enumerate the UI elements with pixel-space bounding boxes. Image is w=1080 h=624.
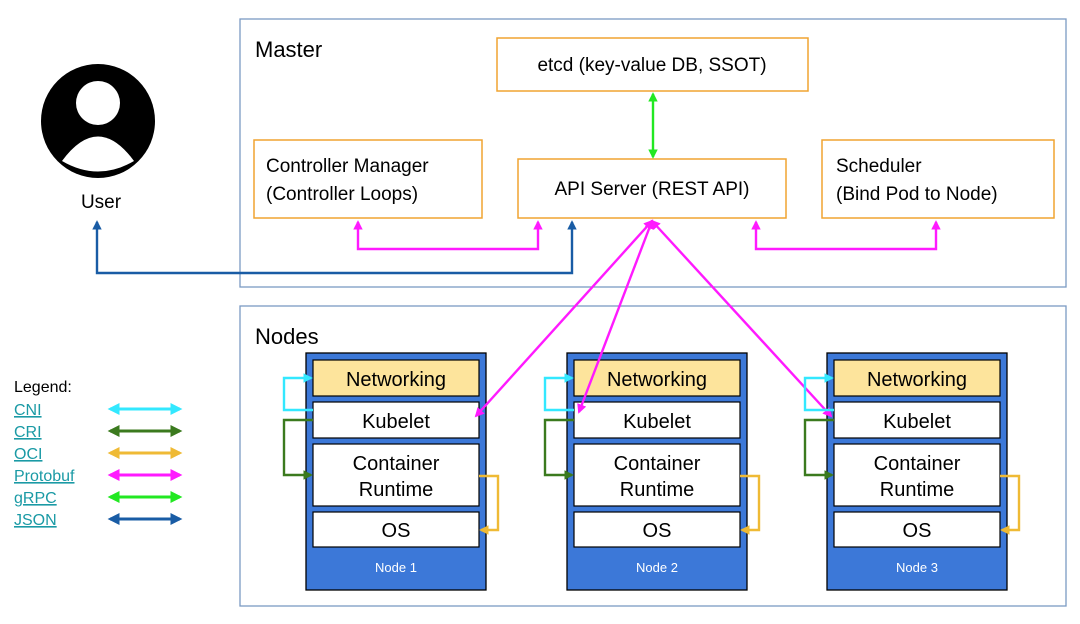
api-server-box[interactable]: API Server (REST API): [517, 158, 787, 219]
cri-connector-node-3: [803, 418, 834, 480]
kubelet-label: Kubelet: [623, 411, 691, 433]
api-server-label: API Server (REST API): [555, 179, 750, 200]
networking-box[interactable]: [833, 359, 1001, 397]
etcd-box-border: [496, 37, 809, 92]
container-runtime-line1: Container: [353, 453, 440, 475]
container-runtime-line1: Container: [614, 453, 701, 475]
user-actor[interactable]: User: [41, 64, 155, 213]
networking-label: Networking: [607, 369, 707, 391]
scheduler-line2: (Bind Pod to Node): [836, 184, 998, 205]
container-runtime-box[interactable]: [573, 443, 741, 507]
container-runtime-line2: Runtime: [880, 479, 954, 501]
scheduler-box[interactable]: Scheduler (Bind Pod to Node): [821, 139, 1055, 219]
container-runtime-line1: Container: [874, 453, 961, 475]
cni-connector-node-1: [282, 373, 313, 412]
node-label: Node 3: [896, 560, 938, 575]
cri-connector-node-1: [282, 418, 313, 480]
oci-connector-node-3: [1000, 474, 1021, 535]
container-runtime-line2: Runtime: [620, 479, 694, 501]
os-label: OS: [382, 520, 411, 542]
scheduler-box-border: [821, 139, 1055, 219]
protobuf-connector-api-kubelet-3: [650, 219, 833, 418]
kubelet-box[interactable]: [833, 401, 1001, 439]
legend-item-grpc[interactable]: gRPC: [14, 490, 183, 507]
os-label: OS: [643, 520, 672, 542]
legend-item-oci[interactable]: OCI: [14, 446, 183, 463]
legend-link[interactable]: JSON: [14, 512, 57, 529]
legend-link[interactable]: Protobuf: [14, 468, 75, 485]
node-label: Node 1: [375, 560, 417, 575]
legend-item-protobuf[interactable]: Protobuf: [14, 468, 183, 485]
protobuf-connector-api-kubelet-2: [577, 219, 654, 414]
controller-manager-line2: (Controller Loops): [266, 184, 418, 205]
scheduler-line1: Scheduler: [836, 156, 922, 177]
oci-connector-node-2: [740, 474, 761, 535]
networking-box[interactable]: [312, 359, 480, 397]
cni-connector-node-3: [803, 373, 834, 412]
legend-item-cri[interactable]: CRI: [14, 424, 183, 441]
controller-manager-box-border: [253, 139, 483, 219]
kubelet-label: Kubelet: [362, 411, 430, 433]
etcd-label: etcd (key-value DB, SSOT): [537, 55, 766, 76]
legend-title: Legend:: [14, 379, 72, 396]
os-label: OS: [903, 520, 932, 542]
os-box[interactable]: [573, 511, 741, 548]
etcd-box[interactable]: etcd (key-value DB, SSOT): [496, 37, 809, 92]
controller-manager-box[interactable]: Controller Manager (Controller Loops): [253, 139, 483, 219]
legend-link[interactable]: OCI: [14, 446, 42, 463]
os-box[interactable]: [312, 511, 480, 548]
protobuf-connector-api-scheduler: [751, 220, 941, 251]
json-connector-user-api: [92, 220, 577, 275]
protobuf-connector-controller-api: [353, 220, 543, 251]
cri-connector-node-2: [543, 418, 574, 480]
legend-link[interactable]: CNI: [14, 402, 42, 419]
legend: Legend: CNI CRI OCI Protobuf gRPC JSON: [14, 379, 183, 529]
user-label: User: [81, 192, 122, 213]
master-title: Master: [255, 37, 322, 62]
legend-link[interactable]: gRPC: [14, 490, 57, 507]
legend-link[interactable]: CRI: [14, 424, 42, 441]
oci-connector-node-1: [479, 474, 500, 535]
legend-item-json[interactable]: JSON: [14, 512, 183, 529]
nodes-title: Nodes: [255, 324, 319, 349]
connectors: [92, 92, 1021, 535]
legend-item-cni[interactable]: CNI: [14, 402, 183, 419]
controller-manager-line1: Controller Manager: [266, 156, 429, 177]
container-runtime-line2: Runtime: [359, 479, 433, 501]
user-icon: [41, 64, 155, 178]
kubelet-box[interactable]: [312, 401, 480, 439]
node-label: Node 2: [636, 560, 678, 575]
container-runtime-box[interactable]: [312, 443, 480, 507]
container-runtime-box[interactable]: [833, 443, 1001, 507]
kubelet-label: Kubelet: [883, 411, 951, 433]
api-server-box-border: [517, 158, 787, 219]
networking-label: Networking: [346, 369, 446, 391]
os-box[interactable]: [833, 511, 1001, 548]
networking-label: Networking: [867, 369, 967, 391]
cni-connector-node-2: [543, 373, 574, 412]
